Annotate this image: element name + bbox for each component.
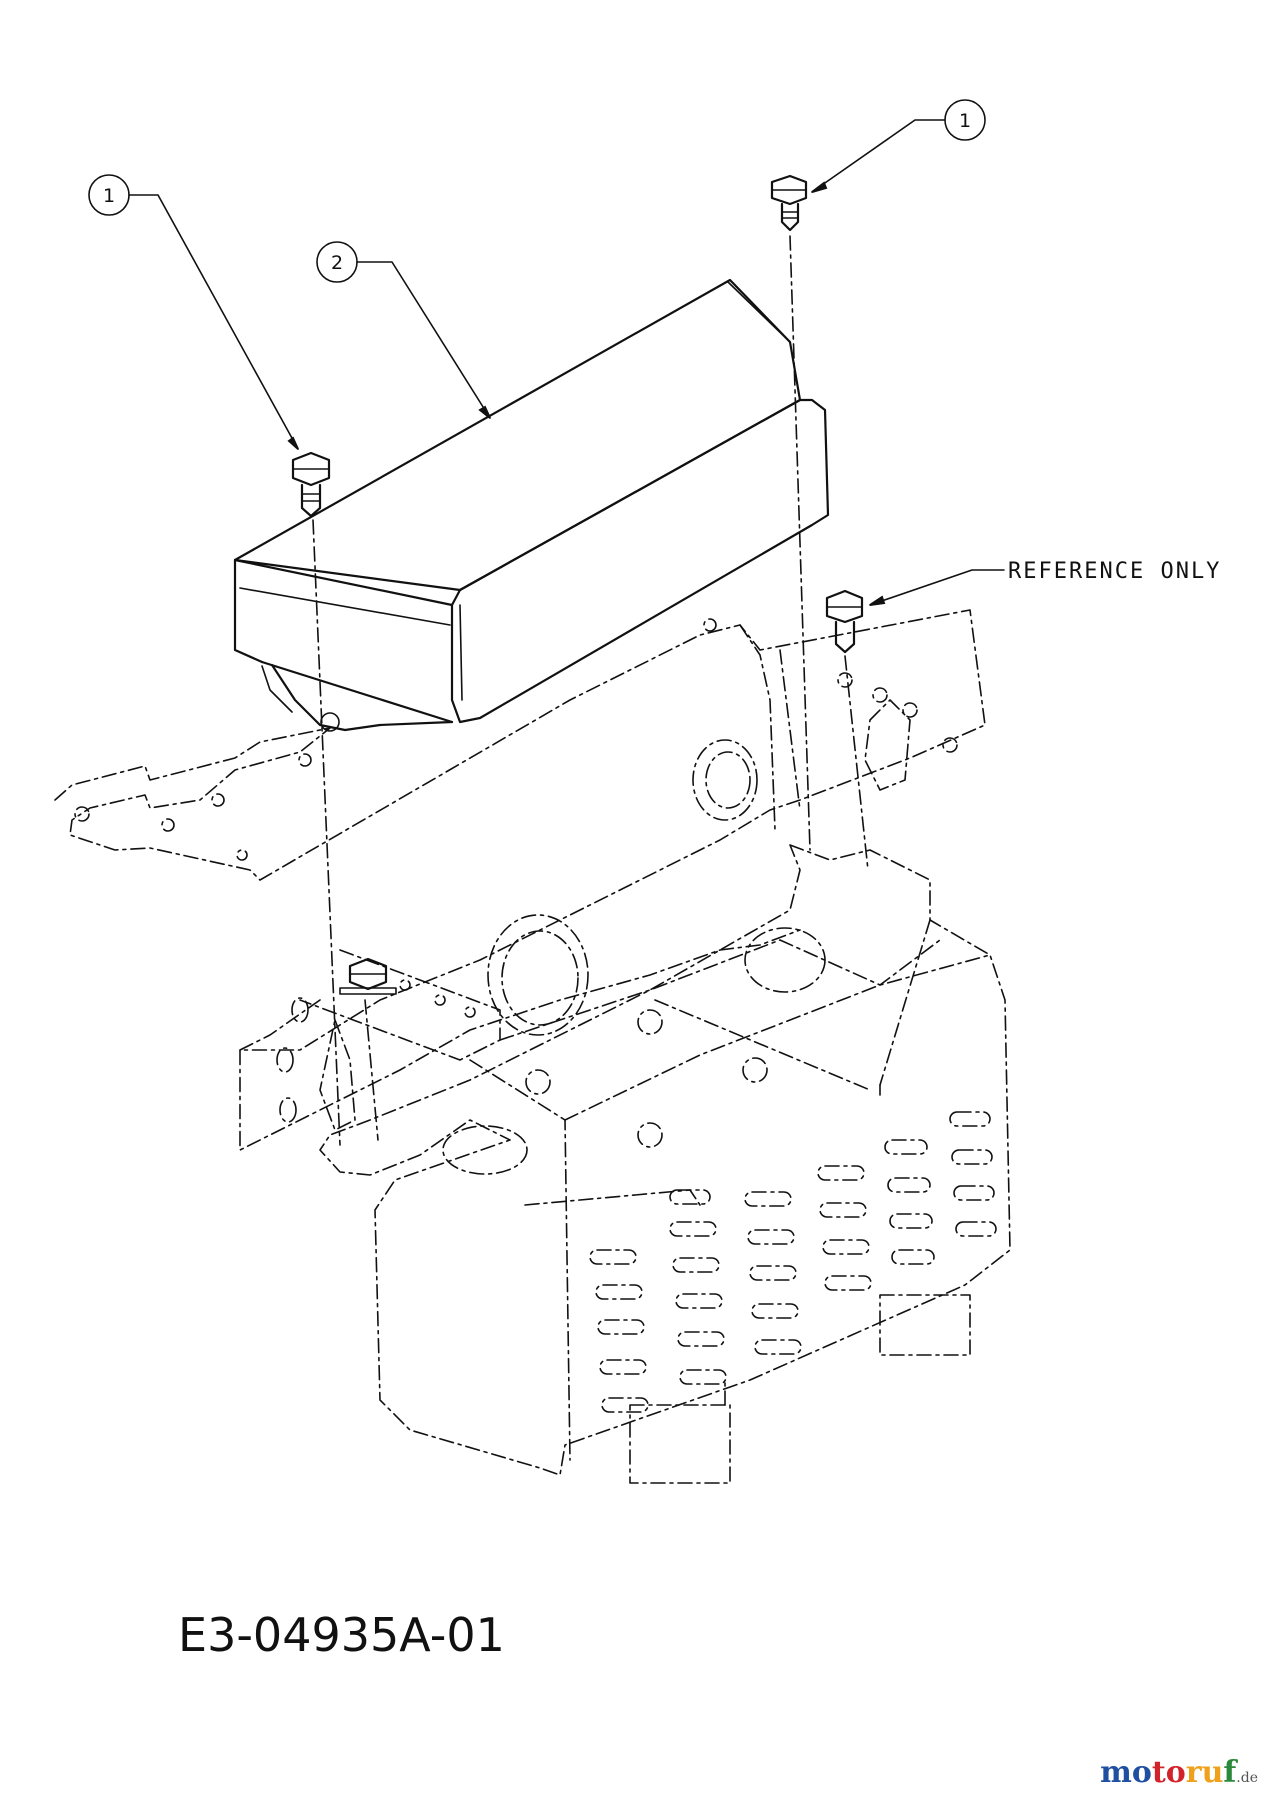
callout-1-right[interactable]: 1 bbox=[811, 99, 986, 193]
watermark-part1: mo bbox=[1100, 1755, 1152, 1790]
mounting-bracket bbox=[54, 609, 986, 1151]
watermark-logo: motoruf.de bbox=[1100, 1755, 1258, 1790]
vent-slots bbox=[589, 1111, 997, 1413]
bolt-lower-left bbox=[339, 957, 397, 995]
callout-1-right-label: 1 bbox=[959, 110, 971, 132]
callout-2-label: 2 bbox=[331, 252, 343, 274]
callout-2[interactable]: 2 bbox=[316, 241, 491, 419]
watermark-part4: f bbox=[1223, 1755, 1237, 1790]
callout-1-left[interactable]: 1 bbox=[88, 174, 299, 450]
engine-housing bbox=[319, 844, 1011, 1484]
callout-1-left-label: 1 bbox=[103, 185, 115, 207]
watermark-suffix: .de bbox=[1236, 1770, 1258, 1786]
reference-only-callout: REFERENCE ONLY bbox=[869, 559, 1221, 606]
watermark-part2: to bbox=[1151, 1755, 1186, 1790]
part-2-cover[interactable] bbox=[233, 278, 830, 732]
drawing-code: E3-04935A-01 bbox=[178, 1608, 505, 1662]
alignment-lines bbox=[312, 235, 869, 1146]
watermark-part3: ru bbox=[1185, 1755, 1224, 1790]
bolt-right-top[interactable] bbox=[770, 174, 808, 232]
reference-only-label: REFERENCE ONLY bbox=[1008, 559, 1221, 584]
bolt-left[interactable] bbox=[291, 451, 331, 518]
bolt-reference bbox=[825, 589, 864, 654]
